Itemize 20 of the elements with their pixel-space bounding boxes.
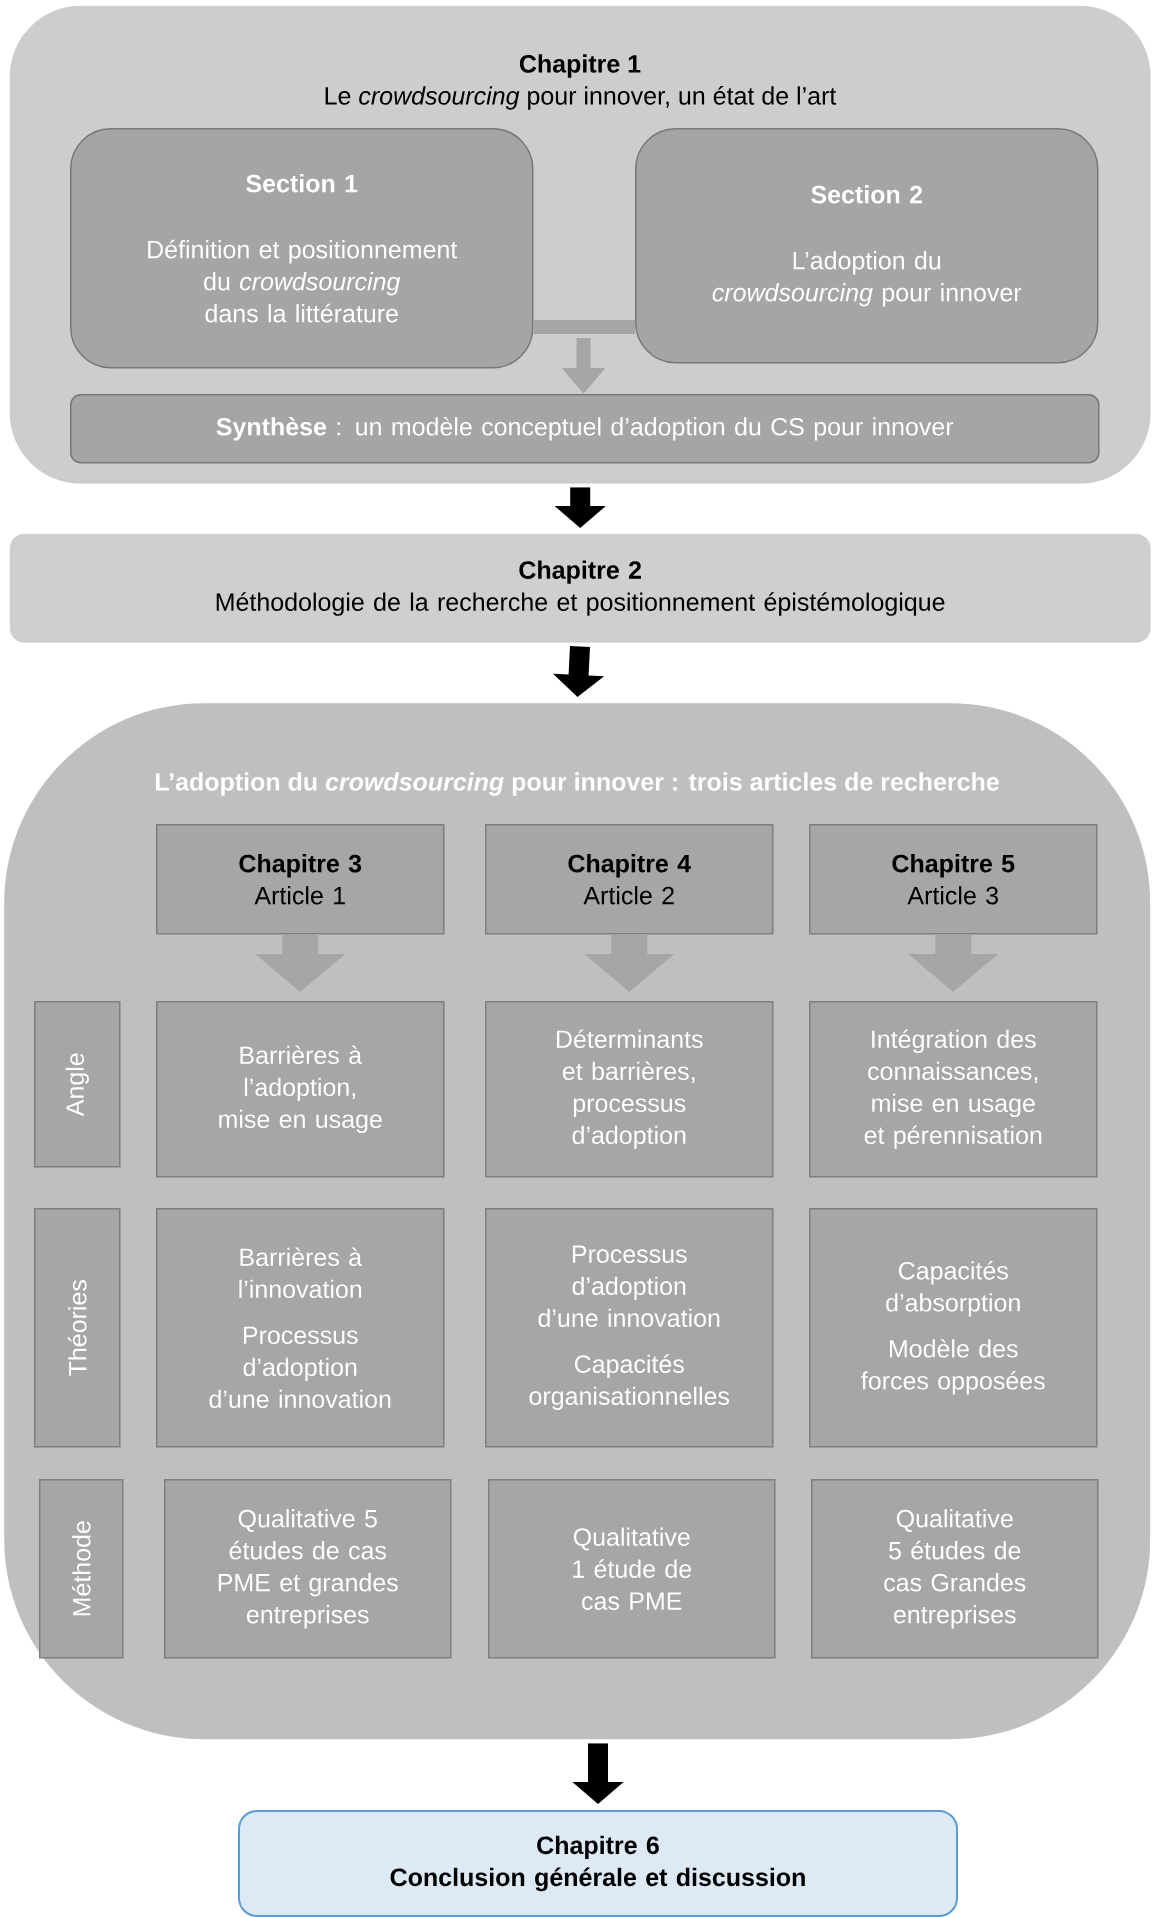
chapter-box: Chapitre 5 Article 3 (809, 824, 1098, 935)
row-label: Méthode (39, 1479, 124, 1659)
section-box: Section 2 L’adoption du crowdsourcing pour innover (635, 128, 1099, 364)
chapter-box: Chapitre 2 Méthodologie de la recherche et positionnement épistémologique (10, 534, 1151, 643)
content-box: Intégration des connaissances, mise en usage et pérennisation (809, 1001, 1098, 1178)
content-box: Capacités d’absorption Modèle des forces opposées (809, 1208, 1098, 1448)
chapter-box: Chapitre 3 Article 1 (156, 824, 445, 935)
content-box: Barrières à l’innovation Processus d’adoption d’une innovation (156, 1208, 445, 1448)
content-box: Qualitative 5 études de cas PME et grandes entreprises (164, 1479, 452, 1659)
conclusion-box: Chapitre 6 Conclusion générale et discussion (238, 1810, 958, 1917)
row-label: Angle (34, 1001, 121, 1168)
row-label: Théories (34, 1208, 121, 1448)
content-box: Déterminants et barrières, processus d’adoption (485, 1001, 774, 1178)
content-box: Barrières à l’adoption, mise en usage (156, 1001, 445, 1178)
chapter-box: Chapitre 4 Article 2 (485, 824, 774, 935)
section-box: Section 1 Définition et positionnement du crowdsourcing dans la littérature (70, 128, 534, 369)
content-box: Processus d’adoption d’une innovation Capacités organisationnelles (485, 1208, 774, 1448)
content-box: Qualitative 1 étude de cas PME (488, 1479, 776, 1659)
content-box: Qualitative 5 études de cas Grandes entreprises (811, 1479, 1099, 1659)
synthesis-box: Synthèse : un modèle conceptuel d’adoption du CS pour innover (70, 394, 1100, 464)
